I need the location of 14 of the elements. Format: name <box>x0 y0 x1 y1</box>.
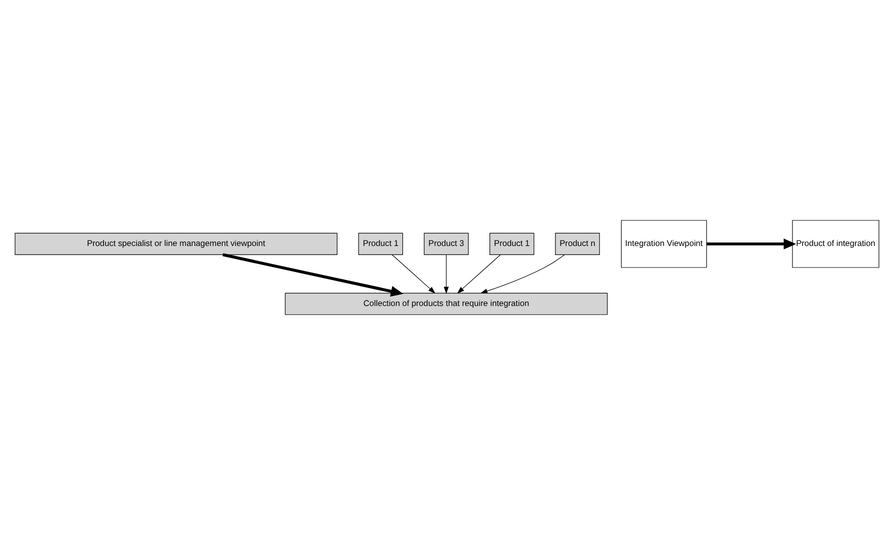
arrow <box>391 254 435 294</box>
arrow <box>222 252 403 296</box>
node-box: Product 1 <box>358 232 403 254</box>
arrow <box>443 254 448 294</box>
arrow <box>456 254 500 294</box>
node-box: Product specialist or line management viewpoint <box>14 232 337 254</box>
node-box: Product of integration <box>792 220 879 268</box>
node-box: Collection of products that require integration <box>284 292 608 314</box>
node-box: Product 3 <box>423 232 468 254</box>
arrow <box>480 254 564 293</box>
arrow <box>706 238 796 249</box>
node-box: Integration Viewpoint <box>620 220 706 268</box>
node-box: Product 1 <box>489 232 534 254</box>
node-box: Product n <box>554 232 600 254</box>
